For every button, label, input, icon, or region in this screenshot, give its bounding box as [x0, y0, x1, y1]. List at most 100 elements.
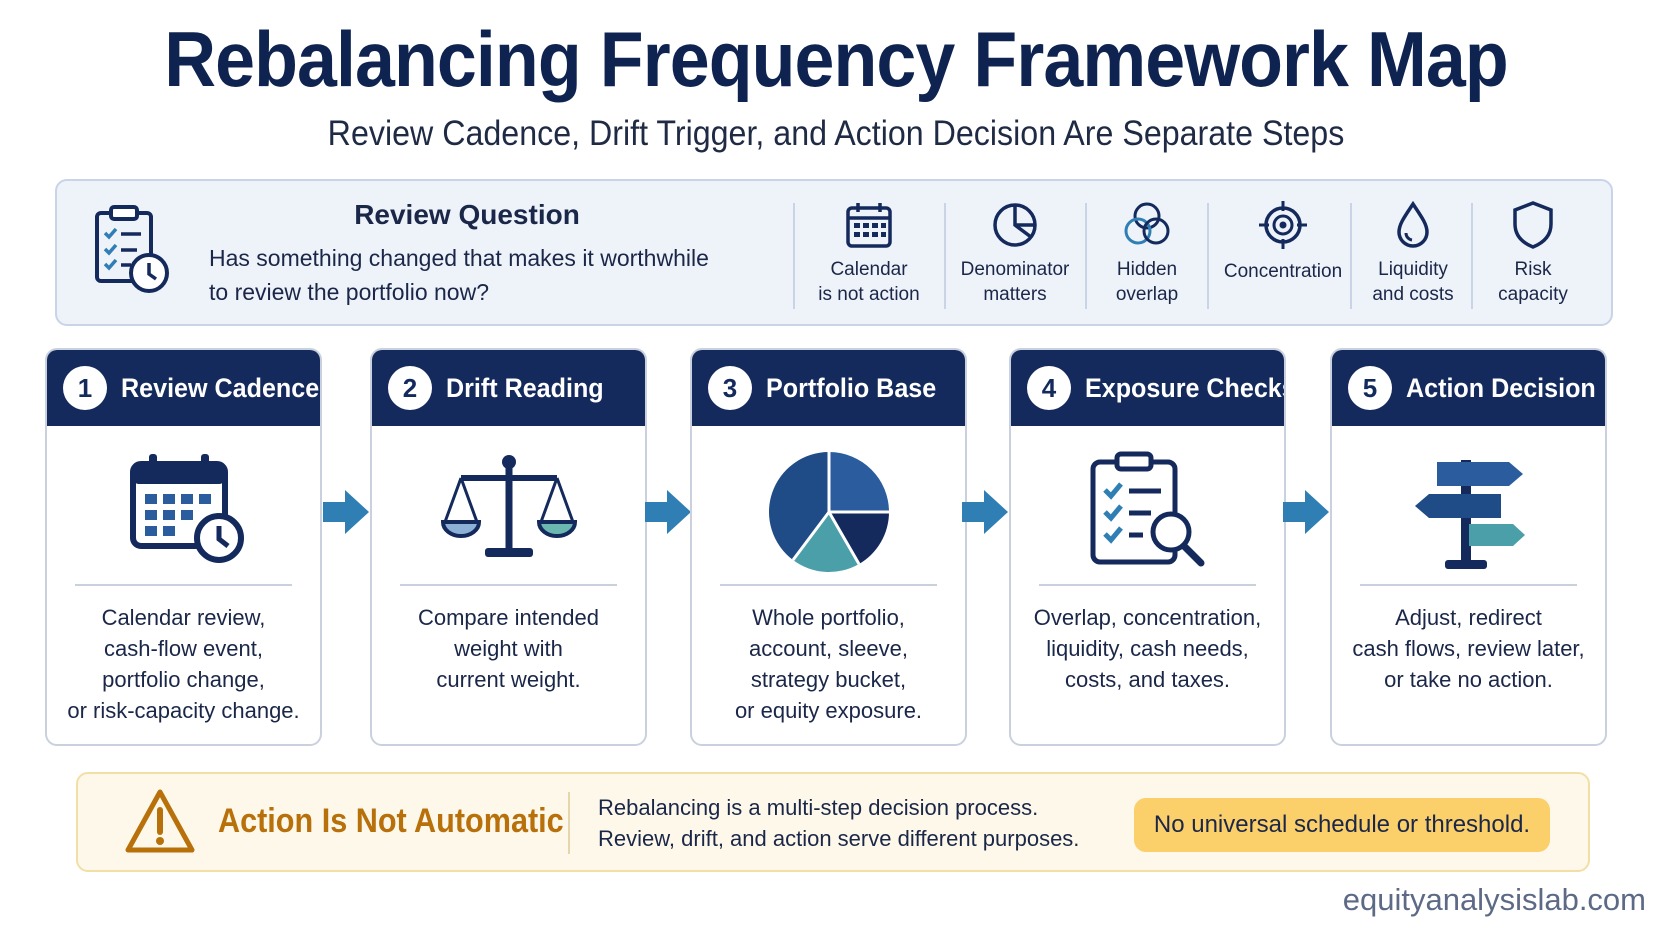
divider [793, 203, 795, 309]
warning-panel: Action Is Not Automatic Rebalancing is a… [76, 772, 1590, 872]
step-number: 1 [63, 366, 107, 410]
divider [944, 203, 946, 309]
target-icon [1259, 201, 1307, 249]
signpost-icon [1414, 460, 1525, 569]
pie-chart-icon [993, 203, 1037, 247]
mini-label: Risk [1514, 259, 1552, 280]
droplet-icon [1397, 200, 1429, 248]
step-line: Overlap, concentration, [1033, 605, 1262, 630]
step-description: Whole portfolio, account, sleeve, strate… [700, 602, 957, 726]
review-question-line-1: Has something changed that makes it wort… [209, 245, 709, 271]
warning-pill-badge: No universal schedule or threshold. [1134, 798, 1550, 852]
review-question-title: Review Question [354, 199, 580, 230]
divider [1085, 203, 1087, 309]
warning-title: Action Is Not Automatic [218, 802, 564, 840]
divider [400, 584, 617, 586]
calendar-clock-icon [129, 454, 244, 563]
step-line: cash-flow event, [104, 636, 263, 661]
mini-item-calendar: Calendar is not action [807, 191, 931, 318]
step-line: Whole portfolio, [752, 605, 905, 630]
divider [1039, 584, 1256, 586]
step-header: 2 Drift Reading [372, 350, 645, 426]
step-line: weight with [454, 636, 563, 661]
step-description: Calendar review, cash-flow event, portfo… [55, 602, 312, 726]
mini-label: Liquidity [1378, 259, 1448, 280]
divider [568, 792, 570, 854]
calendar-icon [846, 203, 892, 248]
divider [1350, 203, 1352, 309]
step-card-portfolio-base: 3 Portfolio Base Whole portfolio, accoun… [690, 348, 967, 746]
page-title: Rebalancing Frequency Framework Map [164, 15, 1508, 103]
footer-site-credit: equityanalysislab.com [1342, 882, 1646, 917]
divider [75, 584, 292, 586]
step-card-action-decision: 5 Action Decision Adjust, redirect cash … [1330, 348, 1607, 746]
mini-label: Calendar [830, 259, 908, 280]
step-description: Compare intended weight with current wei… [380, 602, 637, 695]
step-line: liquidity, cash needs, [1046, 636, 1249, 661]
step-title: Drift Reading [446, 372, 604, 403]
step-title: Portfolio Base [766, 372, 937, 403]
step-header: 5 Action Decision [1332, 350, 1605, 426]
step-line: account, sleeve, [749, 636, 908, 661]
warning-line: Rebalancing is a multi-step decision pro… [598, 795, 1039, 820]
step-line: strategy bucket, [750, 667, 907, 692]
overlap-circles-icon [1124, 202, 1170, 245]
clipboard-clock-icon [95, 205, 169, 293]
review-question-text: Has something changed that makes it wort… [209, 241, 769, 309]
shield-icon [1513, 201, 1553, 249]
step-line: or risk-capacity change. [67, 698, 300, 723]
step-title: Review Cadence [121, 372, 320, 403]
step-title: Exposure Checks [1085, 372, 1286, 403]
step-title: Action Decision [1406, 372, 1596, 403]
pie-chart-icon [768, 452, 889, 573]
step-header: 3 Portfolio Base [692, 350, 965, 426]
page-subtitle: Review Cadence, Drift Trigger, and Actio… [327, 114, 1345, 153]
warning-line: Review, drift, and action serve differen… [598, 826, 1080, 851]
step-line: current weight. [436, 667, 581, 692]
step-line: cash flows, review later, [1352, 636, 1585, 661]
mini-label: is not action [818, 284, 920, 305]
step-header: 1 Review Cadence [47, 350, 320, 426]
mini-item-denominator: Denominator matters [947, 191, 1083, 318]
step-card-drift-reading: 2 Drift Reading Compare intended weight … [370, 348, 647, 746]
arrow-right-icon [645, 490, 691, 534]
step-number: 3 [708, 366, 752, 410]
arrow-right-icon [1283, 490, 1329, 534]
step-line: or take no action. [1384, 667, 1553, 692]
step-line: costs, and taxes. [1064, 667, 1231, 692]
mini-label: Hidden [1116, 259, 1178, 280]
review-question-line-2: to review the portfolio now? [209, 279, 489, 305]
mini-item-risk-capacity: Risk capacity [1477, 191, 1589, 318]
step-card-exposure-checks: 4 Exposure Checks Overlap, concentration… [1009, 348, 1286, 746]
step-line: or equity exposure. [734, 698, 923, 723]
arrow-right-icon [962, 490, 1008, 534]
checklist-magnifier-icon [1090, 451, 1204, 567]
mini-label: and costs [1372, 284, 1454, 305]
arrow-right-icon [323, 490, 369, 534]
divider [720, 584, 937, 586]
review-question-panel: Review Question Has something changed th… [55, 179, 1613, 326]
step-line: Calendar review, [101, 605, 266, 630]
divider [1471, 203, 1473, 309]
step-line: Adjust, redirect [1395, 605, 1542, 630]
step-description: Overlap, concentration, liquidity, cash … [1019, 602, 1276, 695]
step-number: 2 [388, 366, 432, 410]
divider [1360, 584, 1577, 586]
mini-label: matters [983, 284, 1047, 305]
mini-item-liquidity: Liquidity and costs [1353, 191, 1473, 318]
mini-label: Denominator [960, 259, 1070, 280]
mini-item-hidden-overlap: Hidden overlap [1091, 191, 1203, 318]
warning-text: Rebalancing is a multi-step decision pro… [598, 792, 1079, 854]
divider [1207, 203, 1209, 309]
mini-label: overlap [1115, 284, 1179, 305]
step-line: portfolio change, [102, 667, 265, 692]
step-number: 4 [1027, 366, 1071, 410]
warning-triangle-icon [125, 789, 195, 853]
step-card-review-cadence: 1 Review Cadence Calendar review, cash-f… [45, 348, 322, 746]
balance-scale-icon [440, 455, 577, 557]
mini-label: capacity [1498, 284, 1568, 305]
step-description: Adjust, redirect cash flows, review late… [1340, 602, 1597, 695]
step-number: 5 [1348, 366, 1392, 410]
step-line: Compare intended [417, 605, 599, 630]
step-header: 4 Exposure Checks [1011, 350, 1284, 426]
